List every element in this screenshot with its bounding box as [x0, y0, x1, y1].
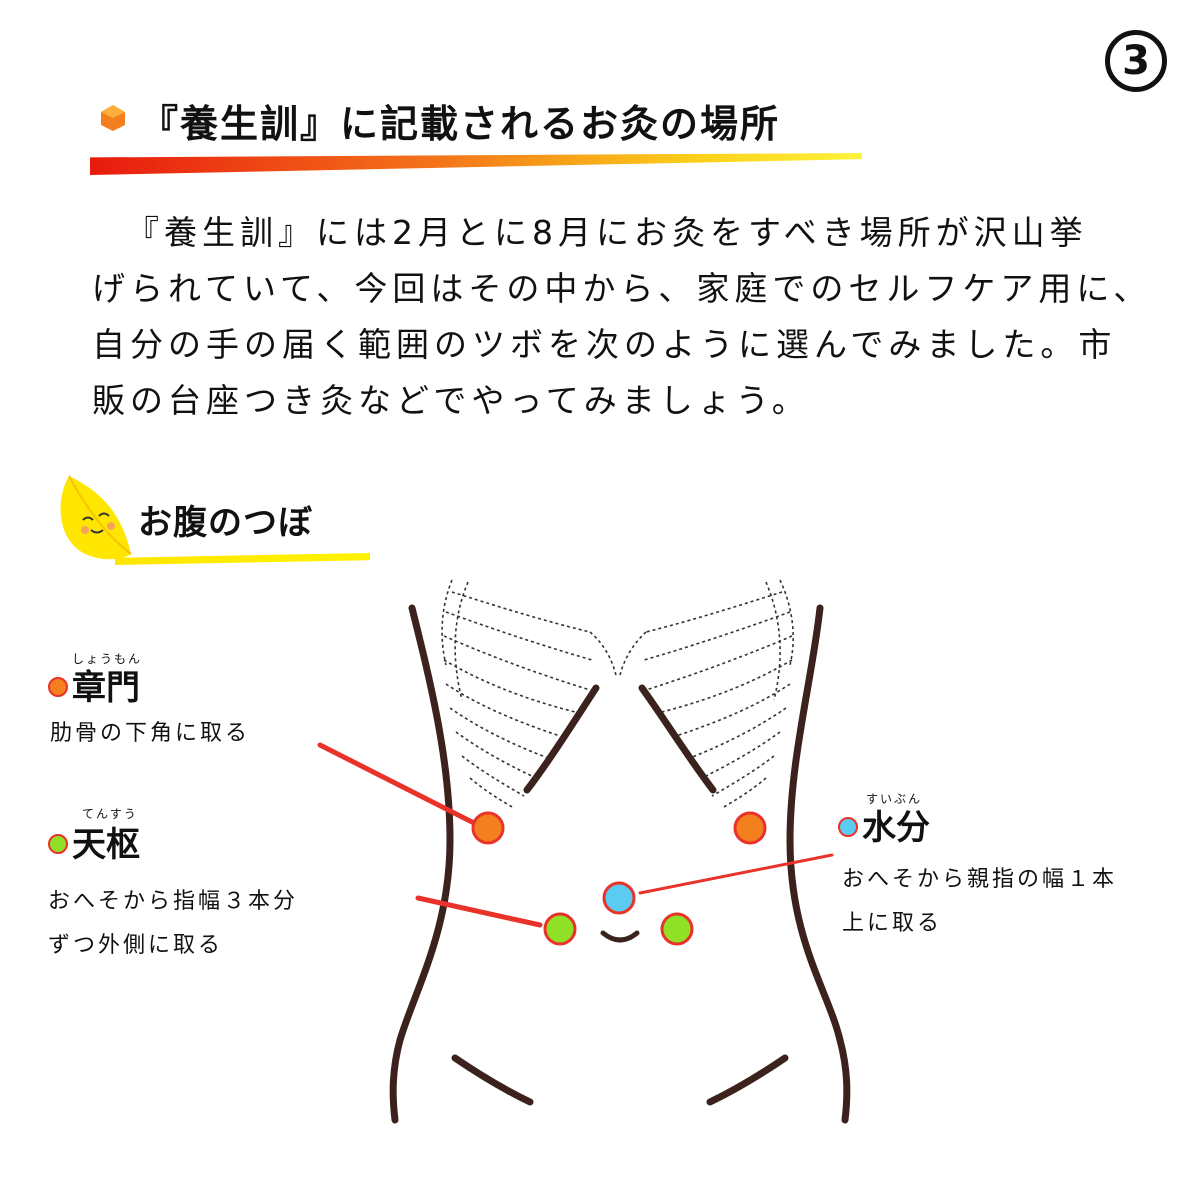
shomon-description: 肋骨の下角に取る: [50, 712, 250, 756]
shomon-dot-icon: [48, 676, 68, 697]
intro-paragraph: 『養生訓』には2月とに8月にお灸をすべき場所が沢山挙 げられていて、今回はその中…: [92, 205, 1152, 429]
rib-edge-right: [638, 684, 717, 794]
ribcage-right: [619, 579, 794, 809]
intro-line: 自分の手の届く範囲のツボを次のように選んでみました。市: [92, 325, 1117, 364]
hip-line-left: [451, 1054, 534, 1106]
shomon-name: 章門: [72, 668, 140, 708]
rib-edge-left: [523, 684, 600, 794]
tensu-name: 天枢: [72, 825, 140, 865]
tensu-description: おへそから指幅３本分 ずつ外側に取る: [48, 880, 298, 968]
shomon-ruby: しょうもん: [72, 652, 143, 666]
suibun-marker: [602, 881, 636, 915]
suibun-desc-line: 上に取る: [842, 911, 943, 936]
leaf-face-icon: [60, 475, 132, 560]
section-title: お腹のつぼ: [138, 503, 313, 543]
suibun-description: おへそから親指の幅１本 上に取る: [842, 858, 1117, 946]
torso-left-outline: [389, 604, 454, 1124]
shomon-left-marker: [471, 811, 505, 845]
intro-line: げられていて、今回はその中から、家庭でのセルフケア用に、: [92, 269, 1152, 308]
navel: [600, 930, 640, 943]
suibun-pointer-line: [638, 853, 834, 895]
tensu-dot-icon: [48, 833, 68, 854]
suibun-label: 水分: [838, 808, 930, 848]
intro-line: 販の台座つき灸などでやってみましょう。: [92, 381, 810, 420]
shomon-desc-line: 肋骨の下角に取る: [50, 721, 251, 746]
tensu-desc-line: ずつ外側に取る: [48, 933, 224, 958]
page-title: 『養生訓』に記載されるお灸の場所: [140, 102, 781, 146]
page-number-badge: 3: [1105, 30, 1167, 92]
pointer-lines: [317, 742, 834, 928]
tensu-ruby: てんすう: [82, 807, 138, 821]
torso-right-outline: [786, 604, 851, 1124]
suibun-name: 水分: [862, 808, 930, 848]
suibun-ruby: すいぶん: [866, 792, 923, 806]
shomon-right-marker: [733, 811, 767, 845]
tensu-label: 天枢: [48, 825, 140, 865]
ribcage-left: [441, 579, 617, 809]
tensu-left-marker: [543, 912, 577, 946]
suibun-desc-line: おへそから親指の幅１本: [842, 867, 1118, 892]
intro-line: 『養生訓』には2月とに8月にお灸をすべき場所が沢山挙: [126, 213, 1088, 252]
acupoint-markers: [471, 811, 767, 946]
shomon-label: 章門: [48, 668, 140, 708]
tensu-pointer-line: [415, 895, 543, 928]
shomon-pointer-line: [317, 742, 475, 825]
tensu-desc-line: おへそから指幅３本分: [48, 889, 299, 914]
tensu-right-marker: [660, 912, 694, 946]
title-bullet-icon: [101, 105, 125, 131]
hip-line-right: [706, 1054, 789, 1106]
suibun-dot-icon: [838, 816, 858, 837]
